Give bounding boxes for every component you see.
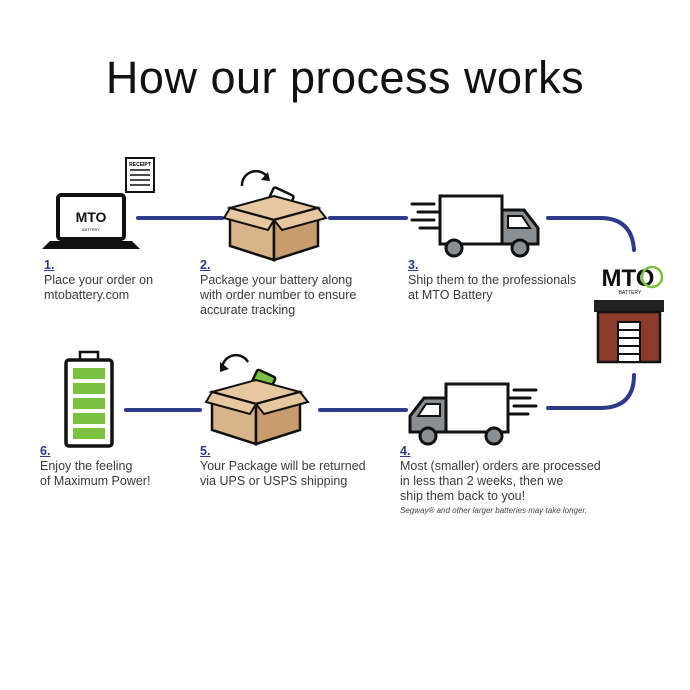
step-2: 2. Package your battery along with order… — [200, 258, 356, 318]
step-text-line: Your Package will be returned — [200, 459, 366, 473]
box-battery-icon — [222, 169, 328, 262]
step-text-line: ship them back to you! — [400, 489, 526, 503]
step-number: 4. — [400, 444, 411, 458]
laptop-icon: RECEIPT MTO BATTERY — [42, 157, 155, 249]
step-text-line: at MTO Battery — [408, 288, 493, 302]
connector-3-mto — [546, 216, 636, 252]
step-number: 6. — [40, 444, 51, 458]
connector-mto-4 — [546, 373, 636, 410]
step-number: 2. — [200, 258, 211, 272]
step-text-line: with order number to ensure — [200, 288, 357, 302]
receipt-icon: RECEIPT — [125, 157, 155, 193]
step-text-line: mtobattery.com — [44, 288, 130, 302]
svg-text:BATTERY: BATTERY — [82, 227, 100, 232]
step-number: 3. — [408, 258, 419, 272]
step-number: 1. — [44, 258, 55, 272]
step-text-line: Package your battery along — [200, 273, 353, 287]
truck-return-icon — [408, 382, 538, 446]
step-text-line: of Maximum Power! — [40, 474, 151, 488]
step-text-line: Place your order on — [44, 273, 154, 287]
step-note: Segway® and other larger batteries may t… — [400, 506, 588, 515]
step-text-line: via UPS or USPS shipping — [200, 474, 348, 488]
step-text-line: in less than 2 weeks, then we — [400, 474, 564, 488]
step-text-line: accurate tracking — [200, 303, 296, 317]
box-return-icon — [204, 353, 310, 446]
truck-icon — [410, 194, 540, 258]
step-4: 4. Most (smaller) orders are processed i… — [400, 444, 601, 516]
page-title: How our process works — [105, 52, 585, 103]
svg-text:RECEIPT: RECEIPT — [129, 162, 151, 168]
full-battery-icon — [64, 350, 114, 448]
step-5: 5. Your Package will be returned via UPS… — [200, 444, 366, 489]
step-1: 1. Place your order on mtobattery.com — [44, 258, 153, 303]
step-text-line: Most (smaller) orders are processed — [400, 459, 601, 473]
step-text-line: Enjoy the feeling — [40, 459, 133, 473]
step-text-line: Ship them to the professionals — [408, 273, 577, 287]
svg-text:MTO: MTO — [76, 209, 107, 225]
svg-text:BATTERY: BATTERY — [619, 290, 642, 296]
mto-building-icon: MTO BATTERY — [594, 265, 664, 364]
step-number: 5. — [200, 444, 211, 458]
step-3: 3. Ship them to the professionals at MTO… — [408, 258, 576, 303]
step-6: 6. Enjoy the feeling of Maximum Power! — [40, 444, 150, 489]
